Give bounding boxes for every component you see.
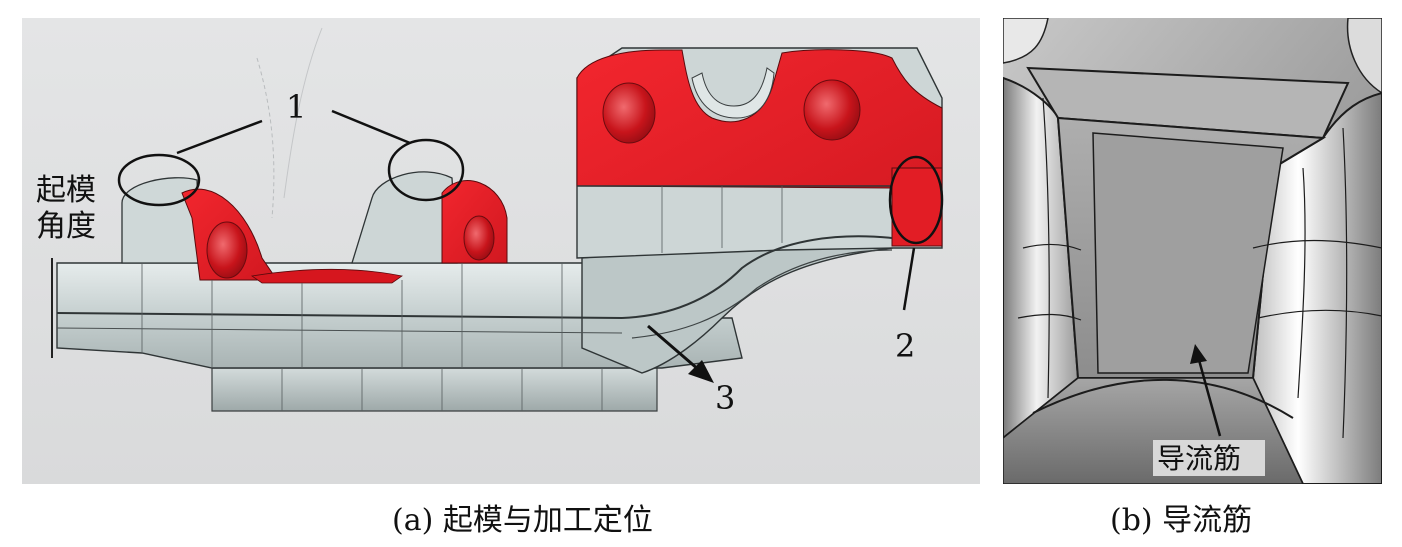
corner-fillet-top-right (1346, 18, 1382, 94)
mesh-lines (141, 186, 783, 411)
middle-boss (351, 171, 458, 264)
guide-rib-drawing: 导流筋 (1003, 18, 1382, 484)
callout-number-3: 3 (715, 379, 735, 417)
forging-drawing: 1 2 3 起模 角度 (36, 27, 944, 417)
caption-b: (b) 导流筋 (1110, 503, 1253, 538)
sweep-edge (631, 249, 893, 339)
callout-number-2: 2 (895, 327, 915, 365)
draft-angle-label-line2: 角度 (36, 209, 96, 244)
construction-line (256, 57, 275, 219)
floor-edge (1032, 378, 1294, 419)
leader-line-1-left (176, 119, 263, 155)
machining-floor (250, 268, 403, 284)
locating-hole-left (602, 82, 656, 144)
arrow-head-rib (1190, 344, 1207, 364)
rib-label-box (1153, 440, 1265, 476)
guide-rib-inner (1092, 132, 1284, 374)
construction-line (283, 27, 323, 199)
panel-a-drafting-and-locating: 1 2 3 起模 角度 (22, 18, 980, 484)
locating-hole-right (803, 79, 861, 141)
lower-base (211, 367, 658, 412)
callout-ellipse-2 (888, 155, 944, 245)
callout-ellipse-1-right (387, 138, 465, 202)
ear-hole-left (206, 221, 248, 279)
leader-line-2 (902, 247, 916, 311)
callout-ellipse-1-left (117, 153, 201, 207)
arrow-head-3 (688, 360, 714, 383)
surface-mesh (1017, 97, 1382, 439)
sweep-edge (621, 235, 893, 319)
draft-angle-label-line1: 起模 (36, 173, 96, 208)
rib-label: 导流筋 (1157, 442, 1241, 475)
leader-arrow-3 (647, 324, 700, 372)
flange-edge (56, 327, 623, 334)
ear-hole-middle (463, 215, 495, 261)
saddle-rib (691, 67, 775, 119)
leader-line-rib (1197, 359, 1222, 437)
panel-b-guide-rib: 导流筋 (1003, 18, 1382, 484)
caption-a: (a) 起模与加工定位 (392, 503, 653, 538)
corner-fillet-top-left (1003, 18, 1049, 64)
leader-line-1-right (331, 109, 411, 145)
callout-number-1: 1 (286, 88, 306, 126)
flange-edge (56, 312, 623, 319)
